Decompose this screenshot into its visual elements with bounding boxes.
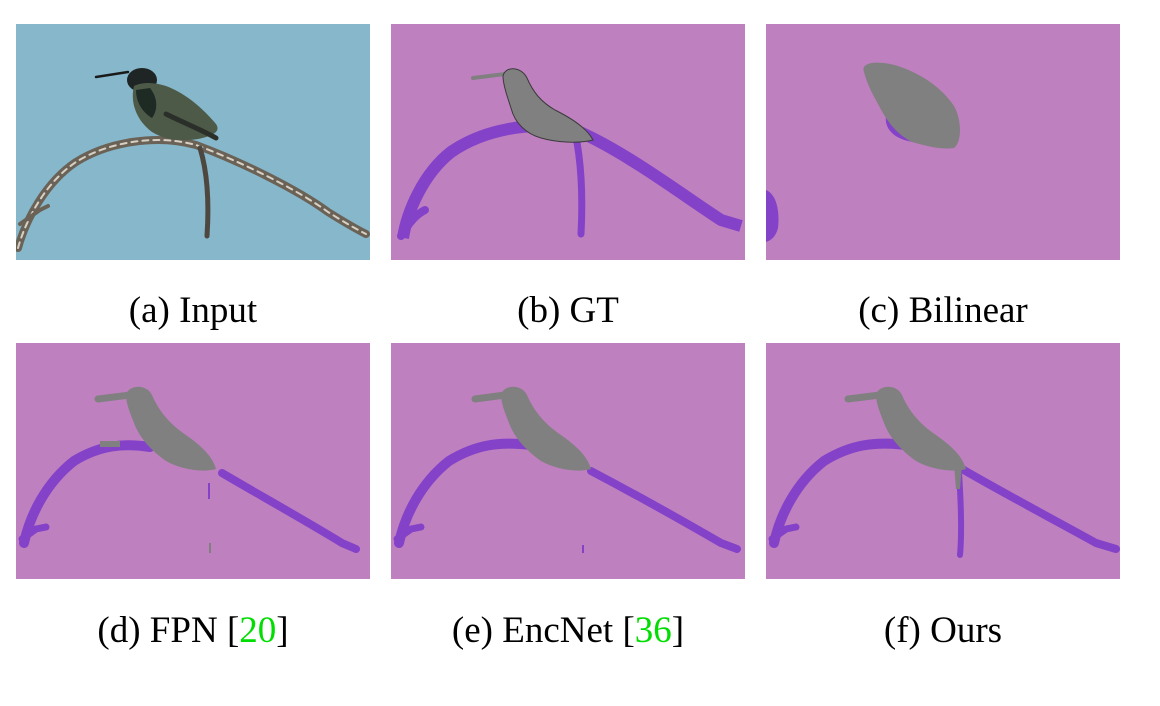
branch-class-region-right	[218, 469, 360, 553]
encnet-panel	[391, 343, 745, 579]
caption-marker: (d)	[97, 610, 141, 651]
caption-label: FPN	[149, 610, 218, 651]
bird-class-region	[471, 386, 591, 471]
ours-mask	[766, 343, 1120, 579]
branch-class-region-left	[19, 440, 155, 548]
bilinear-panel	[766, 24, 1120, 260]
caption-label: GT	[569, 290, 619, 331]
caption-label: Ours	[930, 610, 1003, 651]
branch-highlight	[17, 139, 367, 249]
bird-class-region	[863, 62, 960, 149]
caption-ours: (f) Ours	[766, 609, 1120, 653]
caption-fpn: (d) FPN [20]	[97, 610, 289, 651]
fpn-mask	[16, 343, 370, 579]
caption-marker: (a)	[128, 290, 170, 331]
branch-class-region-right	[958, 465, 1120, 553]
bilinear-mask	[766, 24, 1120, 260]
branch-class-twig-left	[397, 206, 429, 240]
bird-class-region	[471, 68, 594, 143]
caption-marker: (c)	[858, 290, 900, 331]
bird-class-fragment-low	[209, 543, 211, 553]
fpn-panel	[16, 343, 370, 579]
citation-link-20[interactable]: 20	[239, 610, 277, 651]
branch-twig-left	[18, 204, 50, 226]
hummingbird	[94, 68, 219, 141]
encnet-mask	[391, 343, 745, 579]
branch-twig	[197, 145, 211, 239]
branch-class-region-right	[587, 467, 741, 553]
branch-class-fragment	[582, 545, 584, 553]
caption-bilinear: (c) Bilinear	[766, 289, 1120, 333]
caption-marker: (b)	[517, 290, 561, 331]
branch-class-twig-left	[18, 523, 50, 543]
caption-marker: (e)	[451, 610, 493, 651]
ground-truth-mask	[391, 24, 745, 260]
bird-class-region	[844, 386, 966, 489]
caption-encnet: (e) EncNet [36]	[451, 610, 685, 651]
citation-link-36[interactable]: 36	[634, 610, 672, 651]
caption-input: (a) Input	[16, 289, 370, 333]
bird-class-region	[94, 386, 216, 471]
branch-class-region-left	[394, 438, 536, 548]
caption-label: Bilinear	[908, 290, 1028, 331]
caption-label: EncNet	[502, 610, 614, 651]
ours-panel	[766, 343, 1120, 579]
caption-marker: (f)	[883, 610, 921, 651]
bird-class-fragment	[100, 441, 120, 447]
caption-gt: (b) GT	[391, 289, 745, 333]
ground-truth-panel	[391, 24, 745, 260]
caption-label: Input	[179, 290, 258, 331]
branch-class-region-left	[769, 438, 911, 548]
input-photo	[16, 24, 370, 260]
branch-class-fragment	[208, 483, 210, 499]
branch-class-twig-left	[393, 523, 425, 543]
branch-class-twig-left	[768, 523, 800, 543]
input-image-panel	[16, 24, 370, 260]
branch-class-edge	[766, 190, 779, 242]
